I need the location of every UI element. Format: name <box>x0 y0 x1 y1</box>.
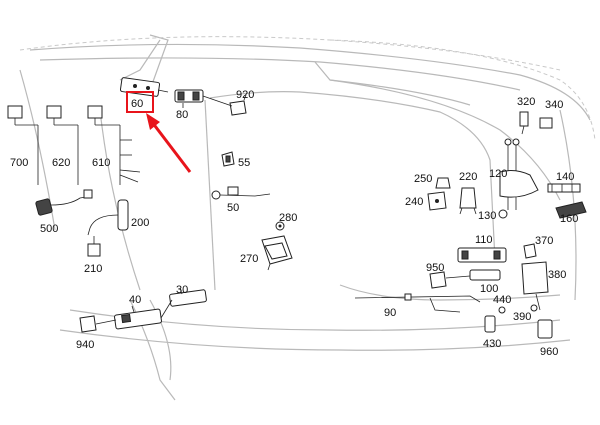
part-140-bracket[interactable] <box>547 183 581 193</box>
label-500[interactable]: 500 <box>40 223 58 235</box>
label-90[interactable]: 90 <box>384 307 396 319</box>
label-950[interactable]: 950 <box>426 262 444 274</box>
part-200-cable[interactable] <box>87 199 129 236</box>
part-940-connector[interactable] <box>79 315 117 333</box>
label-120[interactable]: 120 <box>489 168 507 180</box>
part-380-control-unit[interactable] <box>521 261 549 311</box>
label-130[interactable]: 130 <box>478 210 496 222</box>
part-370-sensor[interactable] <box>523 243 537 259</box>
label-210[interactable]: 210 <box>84 263 102 275</box>
part-500-antenna[interactable] <box>35 189 93 216</box>
label-960[interactable]: 960 <box>540 346 558 358</box>
highlight-box <box>126 91 154 113</box>
part-210-connector[interactable] <box>87 236 101 257</box>
label-340[interactable]: 340 <box>545 99 563 111</box>
part-30-module[interactable] <box>160 287 207 319</box>
label-620[interactable]: 620 <box>52 157 70 169</box>
part-610-harness[interactable] <box>87 105 141 185</box>
part-90-harness[interactable] <box>354 293 481 313</box>
part-160-pad[interactable] <box>555 201 587 219</box>
part-55-switch[interactable] <box>221 151 235 167</box>
label-440[interactable]: 440 <box>493 294 511 306</box>
label-270[interactable]: 270 <box>240 253 258 265</box>
part-250-clip[interactable] <box>435 177 451 189</box>
part-320-sensor[interactable] <box>519 111 529 135</box>
label-280[interactable]: 280 <box>279 212 297 224</box>
part-220-lamp[interactable] <box>459 187 477 215</box>
part-110-module[interactable] <box>457 247 507 263</box>
label-430[interactable]: 430 <box>483 338 501 350</box>
part-labels: 60 80 920 700 620 610 500 200 210 55 50 … <box>10 89 578 358</box>
part-950-connector[interactable] <box>429 271 471 289</box>
label-250[interactable]: 250 <box>414 173 432 185</box>
label-380[interactable]: 380 <box>548 269 566 281</box>
label-220[interactable]: 220 <box>459 171 477 183</box>
part-270-control-unit[interactable] <box>261 235 293 271</box>
part-50-sensor[interactable] <box>211 186 271 200</box>
part-130-grommet[interactable] <box>498 209 508 219</box>
part-340-clip[interactable] <box>539 117 553 129</box>
label-40[interactable]: 40 <box>129 294 141 306</box>
part-240-bracket[interactable] <box>427 191 447 211</box>
label-320[interactable]: 320 <box>517 96 535 108</box>
label-160[interactable]: 160 <box>560 213 578 225</box>
part-390-clip[interactable] <box>530 304 538 312</box>
label-140[interactable]: 140 <box>556 171 574 183</box>
part-100-module[interactable] <box>469 269 501 281</box>
label-60[interactable]: 60 <box>131 98 143 110</box>
vehicle-body-outline <box>19 34 596 401</box>
label-50[interactable]: 50 <box>227 202 239 214</box>
part-80-module[interactable] <box>174 89 204 108</box>
part-280-clip[interactable] <box>275 221 285 231</box>
part-40-module[interactable] <box>114 305 162 330</box>
label-200[interactable]: 200 <box>131 217 149 229</box>
label-940[interactable]: 940 <box>76 339 94 351</box>
highlight-arrow <box>146 113 192 173</box>
part-700-harness[interactable] <box>7 105 39 185</box>
label-55[interactable]: 55 <box>238 157 250 169</box>
label-610[interactable]: 610 <box>92 157 110 169</box>
label-240[interactable]: 240 <box>405 196 423 208</box>
part-920-connector[interactable] <box>202 94 247 116</box>
part-960-sensor[interactable] <box>537 319 553 339</box>
label-30[interactable]: 30 <box>176 284 188 296</box>
label-100[interactable]: 100 <box>480 283 498 295</box>
part-120-sensor-assembly[interactable] <box>499 138 539 210</box>
part-440-clip[interactable] <box>498 306 506 314</box>
label-110[interactable]: 110 <box>475 234 493 246</box>
part-430-sensor[interactable] <box>484 315 496 333</box>
part-620-harness[interactable] <box>46 105 79 185</box>
label-370[interactable]: 370 <box>535 235 553 247</box>
label-920[interactable]: 920 <box>236 89 254 101</box>
label-390[interactable]: 390 <box>513 311 531 323</box>
label-80[interactable]: 80 <box>176 109 188 121</box>
label-700[interactable]: 700 <box>10 157 28 169</box>
